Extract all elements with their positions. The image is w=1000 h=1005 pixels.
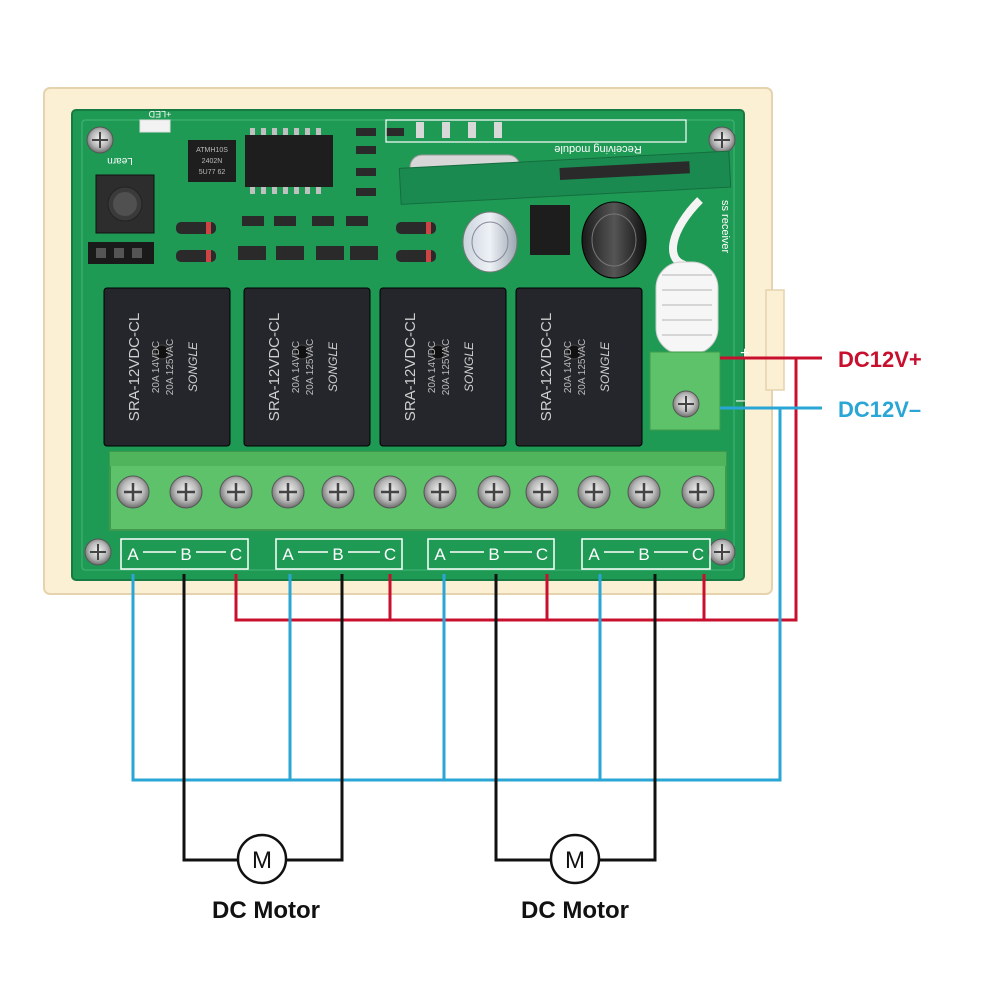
wiring bbox=[131, 356, 822, 862]
wire-negative bbox=[131, 406, 822, 782]
terminal-label-a: A bbox=[434, 545, 446, 564]
terminal-label-b: B bbox=[332, 545, 343, 564]
terminal-label-b: B bbox=[638, 545, 649, 564]
power-labels: DC12V+ DC12V– bbox=[838, 347, 922, 422]
terminal-label-c: C bbox=[230, 545, 242, 564]
screw-icon bbox=[84, 538, 112, 566]
terminal-label-b: B bbox=[488, 545, 499, 564]
terminal-label-b: B bbox=[180, 545, 191, 564]
ic-chip-1: ATMH10S 2402N 5U77 62 bbox=[188, 140, 236, 182]
diodes bbox=[176, 222, 436, 262]
dc12v-minus-label: DC12V– bbox=[838, 397, 921, 422]
relay-rating: 20A 14VDC bbox=[427, 341, 438, 393]
motor-2-label: DC Motor bbox=[521, 897, 629, 924]
wire-motor bbox=[182, 574, 238, 862]
mounting-screws bbox=[84, 126, 736, 566]
relay-rating: 20A 14VDC bbox=[291, 341, 302, 393]
receiving-module: Receiving module ss receiver bbox=[385, 119, 732, 254]
power-plus-mark: + bbox=[740, 345, 749, 362]
relay-model: SRA-12VDC-CL bbox=[126, 313, 143, 421]
terminal-group: A B C bbox=[120, 538, 249, 570]
smd-components bbox=[238, 128, 404, 260]
terminal-screw-icon bbox=[169, 475, 203, 509]
power-terminal-block: + – bbox=[649, 345, 749, 431]
screw-icon bbox=[86, 126, 114, 154]
motor-1-symbol: M bbox=[252, 847, 272, 874]
relay-brand: SONGLE bbox=[598, 341, 612, 392]
relay-rating: 20A 125VAC bbox=[165, 339, 176, 396]
learn-label: Learn bbox=[107, 155, 133, 166]
motor-2: M DC Motor bbox=[521, 833, 629, 924]
relay-model: SRA-12VDC-CL bbox=[538, 313, 555, 421]
capacitor-2 bbox=[581, 201, 647, 279]
output-terminal-strip bbox=[109, 451, 727, 531]
learn-button[interactable]: Learn bbox=[95, 155, 155, 234]
led-indicator: +LED bbox=[139, 109, 171, 133]
motor-1: M DC Motor bbox=[212, 833, 320, 924]
terminal-label-a: A bbox=[282, 545, 294, 564]
wire-motor bbox=[286, 574, 344, 862]
relay-brand: SONGLE bbox=[326, 341, 340, 392]
motor-2-symbol: M bbox=[565, 847, 585, 874]
wire-motor bbox=[599, 574, 657, 862]
relay-model: SRA-12VDC-CL bbox=[402, 313, 419, 421]
terminal-label-c: C bbox=[692, 545, 704, 564]
relay-rating: 20A 14VDC bbox=[151, 341, 162, 393]
svg-text:ATMH10S: ATMH10S bbox=[196, 147, 228, 154]
capacitor-1 bbox=[462, 211, 518, 273]
relay-brand: SONGLE bbox=[462, 341, 476, 392]
relay-rating: 20A 125VAC bbox=[305, 339, 316, 396]
wire-motor bbox=[494, 574, 551, 862]
relay-brand: SONGLE bbox=[186, 341, 200, 392]
relay-rating: 20A 14VDC bbox=[563, 341, 574, 393]
relay-model: SRA-12VDC-CL bbox=[266, 313, 283, 421]
terminal-label-c: C bbox=[536, 545, 548, 564]
terminal-label-a: A bbox=[127, 545, 139, 564]
terminal-screw-icon bbox=[423, 475, 457, 509]
receiver-label: ss receiver bbox=[719, 200, 731, 254]
terminal-screw-icon bbox=[116, 475, 150, 509]
terminal-screw-icon bbox=[681, 475, 715, 509]
terminal-screw-icon bbox=[219, 475, 253, 509]
svg-text:5U77 62: 5U77 62 bbox=[199, 169, 226, 176]
antenna-coil bbox=[655, 197, 719, 355]
screw-icon bbox=[708, 126, 736, 154]
receiving-module-label: Receiving module bbox=[554, 143, 641, 155]
terminal-screw-icon bbox=[525, 475, 559, 509]
power-minus-mark: – bbox=[736, 392, 745, 409]
dc12v-plus-label: DC12V+ bbox=[838, 347, 922, 372]
terminal-screw-icon bbox=[373, 475, 407, 509]
terminal-screw-icon bbox=[271, 475, 305, 509]
svg-text:2402N: 2402N bbox=[202, 158, 223, 165]
motor-symbol-icon bbox=[236, 833, 288, 885]
terminal-group: A B C bbox=[581, 538, 711, 570]
terminal-screw-icon bbox=[627, 475, 661, 509]
jumper-header bbox=[88, 242, 154, 264]
voltage-regulator bbox=[530, 205, 570, 255]
terminal-label-a: A bbox=[588, 545, 600, 564]
wire-positive bbox=[234, 356, 822, 622]
screw-icon bbox=[708, 538, 736, 566]
terminal-screw-icon bbox=[477, 475, 511, 509]
motor-symbol-icon bbox=[549, 833, 601, 885]
led-label: +LED bbox=[148, 109, 171, 119]
relay-rating: 20A 125VAC bbox=[441, 339, 452, 396]
terminal-screw-icon bbox=[321, 475, 355, 509]
motor-1-label: DC Motor bbox=[212, 897, 320, 924]
terminal-group: A B C bbox=[275, 538, 403, 570]
ic-chip-2 bbox=[245, 128, 333, 194]
terminal-group: A B C bbox=[427, 538, 555, 570]
relay-rating: 20A 125VAC bbox=[577, 339, 588, 396]
terminal-label-c: C bbox=[384, 545, 396, 564]
terminal-screw-icon bbox=[577, 475, 611, 509]
